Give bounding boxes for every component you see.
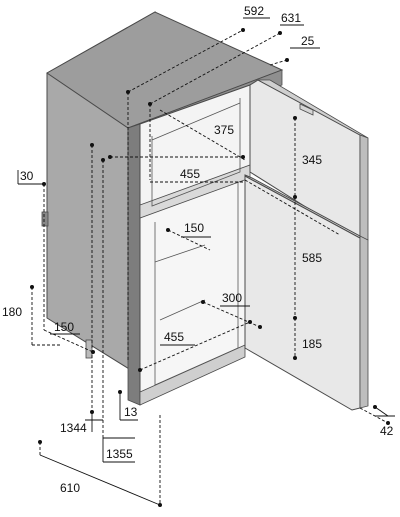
dim-185: 185 bbox=[302, 337, 322, 351]
dim-585: 585 bbox=[302, 251, 322, 265]
freezer-door-handle-icon bbox=[299, 103, 314, 116]
dim-30: 30 bbox=[20, 169, 34, 183]
freezer-inner-frame bbox=[151, 98, 241, 207]
dim-25: 25 bbox=[301, 34, 315, 48]
dimension-labels: 592 631 25 30 375 345 455 150 585 180 30… bbox=[2, 4, 394, 495]
dim-345: 345 bbox=[302, 153, 322, 167]
crisper-edge bbox=[159, 299, 206, 321]
dimension-markers bbox=[30, 28, 390, 507]
dim-150-side: 150 bbox=[54, 320, 74, 334]
dim-42: 42 bbox=[380, 424, 394, 438]
fridge-shelf-edge bbox=[154, 244, 206, 263]
rear-hinge-icon bbox=[41, 211, 49, 227]
dim-13: 13 bbox=[124, 405, 138, 419]
fridge-doors bbox=[244, 79, 369, 411]
door-gap bbox=[244, 175, 361, 239]
dim-455-top: 455 bbox=[180, 167, 200, 181]
dim-455-bottom: 455 bbox=[164, 330, 184, 344]
freezer-shelf-edge bbox=[151, 102, 241, 141]
fridge-door-thickness bbox=[359, 235, 369, 409]
dim-300: 300 bbox=[222, 291, 242, 305]
dim-375: 375 bbox=[214, 123, 234, 137]
dim-592: 592 bbox=[244, 4, 264, 18]
cabinet-front-edge bbox=[127, 123, 141, 406]
dim-180: 180 bbox=[2, 305, 22, 319]
dim-610: 610 bbox=[60, 481, 80, 495]
fridge-inner-frame bbox=[154, 182, 239, 386]
dim-1344: 1344 bbox=[60, 421, 87, 435]
dim-150-shelf: 150 bbox=[184, 221, 204, 235]
freezer-door-thickness bbox=[359, 134, 369, 241]
dim-1355: 1355 bbox=[106, 447, 133, 461]
dim-631: 631 bbox=[281, 11, 301, 25]
dimension-lines bbox=[17, 17, 395, 506]
